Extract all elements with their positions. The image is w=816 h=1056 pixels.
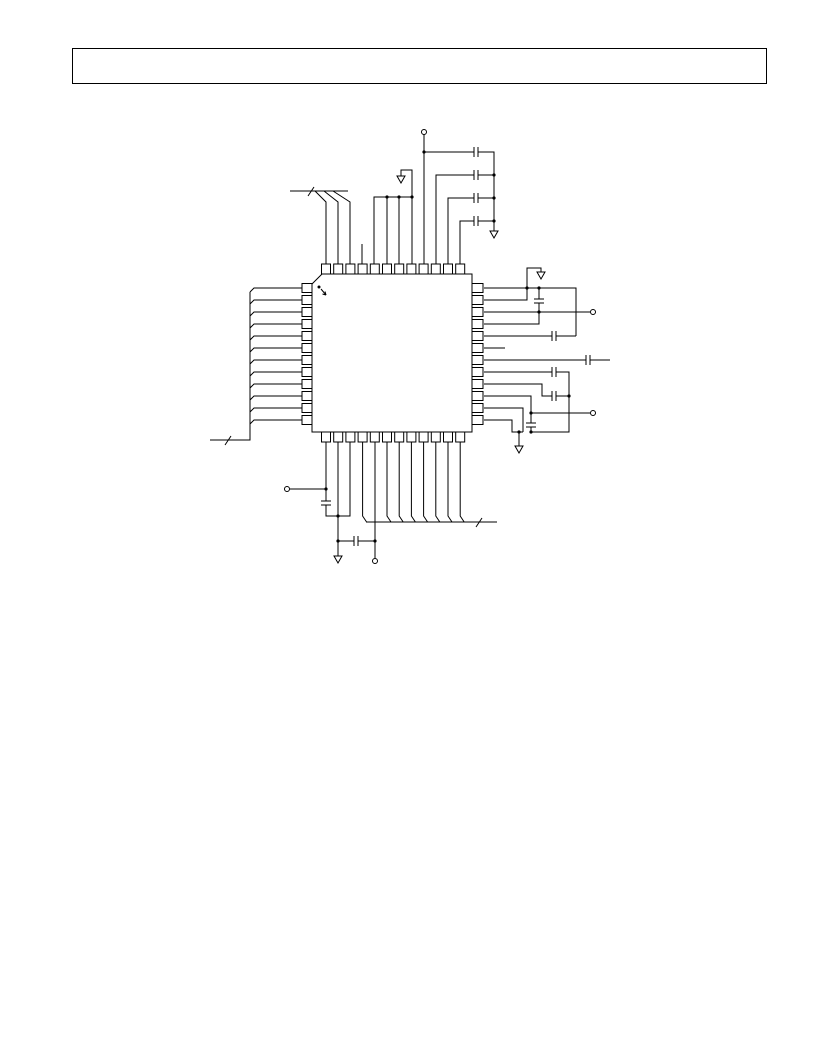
ic-pin-left: [301, 343, 313, 353]
coupling-capacitor: [551, 391, 557, 401]
ic-body: [311, 273, 473, 433]
ic-pin-left: [301, 331, 313, 341]
ic-pin-top: [382, 263, 392, 275]
ic-pin-top: [345, 263, 356, 275]
coupling-capacitor: [551, 367, 557, 377]
supply-terminal: [372, 558, 378, 564]
ic-pin-bottom: [443, 431, 453, 443]
ic-pin-left: [301, 283, 313, 293]
ic-pin-bottom: [418, 431, 429, 443]
pin1-indicator-dot: [317, 285, 321, 289]
supply-terminal: [284, 486, 290, 492]
ic-pin-right: [471, 319, 484, 329]
coupling-capacitor: [551, 331, 557, 341]
header-box: [72, 48, 767, 84]
bottom-pin-row: [321, 431, 466, 443]
ic-pin-left: [301, 415, 313, 425]
ic-pin-left: [301, 391, 313, 401]
ic-pin-top: [430, 263, 441, 275]
ic-pin-bottom: [357, 431, 368, 443]
ic-pin-left: [301, 367, 313, 377]
ground-symbol: [333, 555, 343, 565]
ground-symbol: [396, 175, 406, 185]
ground-symbol: [489, 230, 499, 240]
left-pin-row: [301, 283, 313, 425]
ic-pin-right: [471, 355, 484, 365]
ic-pin-top: [406, 263, 417, 275]
coupling-capacitor: [585, 355, 591, 365]
ic-pin-right: [471, 379, 484, 389]
supply-terminal: [590, 410, 596, 416]
left-bus-trunk: [210, 292, 251, 441]
ic-pin-bottom: [455, 431, 466, 443]
bypass-capacitor: [534, 298, 544, 304]
ic-pin-top: [394, 263, 405, 275]
ic-pin-right: [471, 391, 484, 401]
ic-pin-left: [301, 379, 313, 389]
ic-pin-top: [418, 263, 429, 275]
ic-pin-bottom: [430, 431, 441, 443]
ic-pin-right: [471, 307, 484, 317]
ic-pin-left: [301, 403, 313, 413]
bypass-capacitor: [526, 422, 536, 428]
ic-pin-top: [369, 263, 380, 275]
ic-pin-top: [321, 263, 331, 275]
bypass-capacitor: [473, 147, 479, 157]
right-pin-row: [471, 283, 484, 425]
left-wiring: [210, 287, 302, 446]
ic-pin-left: [301, 295, 313, 305]
left-bus-slash: [224, 435, 232, 446]
ic-pin-bottom: [394, 431, 405, 443]
bypass-capacitor: [473, 216, 479, 226]
pin1-indicator-arrow: [320, 288, 327, 296]
ic-pin-bottom: [333, 431, 344, 443]
ic-pin-top: [455, 263, 466, 275]
bypass-capacitor: [473, 170, 479, 180]
ic-pin-bottom: [369, 431, 380, 443]
supply-terminal: [421, 129, 427, 135]
ic-pin-bottom: [406, 431, 417, 443]
ic-pin-left: [301, 319, 313, 329]
ic-pin-bottom: [345, 431, 356, 443]
ic-pin-left: [301, 355, 313, 365]
ic-pin-bottom: [382, 431, 392, 443]
right-wiring: [484, 267, 610, 455]
ic-pin-right: [471, 367, 484, 377]
ground-symbol: [536, 271, 546, 281]
ic-pin-left: [301, 307, 313, 317]
ic-pin-right: [471, 415, 484, 425]
bottom-wiring: [284, 442, 497, 565]
ic-pin-bottom: [321, 431, 331, 443]
ic-pin-top: [333, 263, 344, 275]
bypass-capacitor: [473, 193, 479, 203]
bottom-bus-slash: [475, 517, 483, 528]
ic-pin-right: [471, 403, 484, 413]
supply-terminal: [590, 309, 596, 315]
ic-pin-top: [443, 263, 453, 275]
ic-pin-right: [471, 295, 484, 305]
ic-pin-right: [471, 283, 484, 293]
bypass-capacitor: [321, 500, 331, 506]
ic-pin-top: [357, 263, 368, 275]
top-bus-slash: [307, 186, 315, 197]
bypass-capacitor: [353, 536, 359, 546]
ic-pin-right: [471, 331, 484, 341]
top-pin-row: [321, 263, 466, 275]
top-wiring: [290, 129, 499, 264]
ic-pin-right: [471, 343, 484, 353]
ground-symbol: [514, 445, 524, 455]
